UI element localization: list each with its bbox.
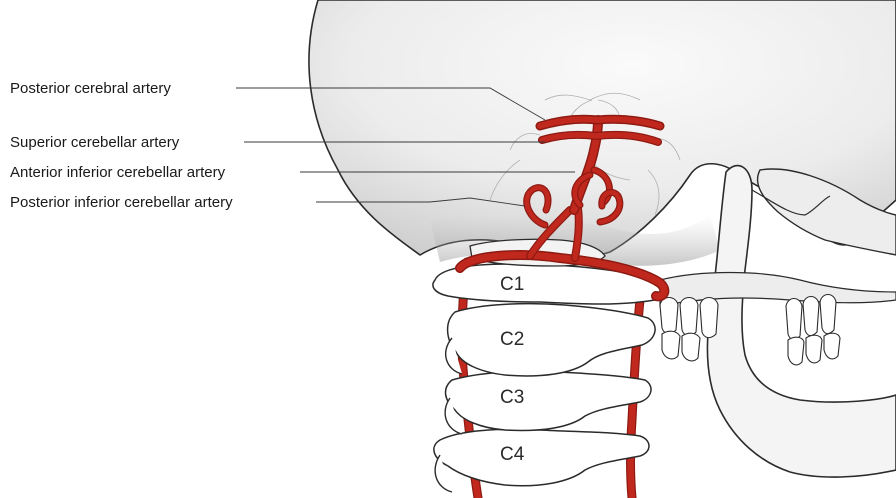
tooth-upper-1	[660, 298, 678, 334]
label-c4: C4	[500, 444, 525, 465]
vertebra-c3	[446, 371, 652, 430]
label-superior-cerebellar-artery: Superior cerebellar artery	[10, 134, 180, 151]
teeth	[660, 295, 840, 365]
label-c1: C1	[500, 274, 524, 295]
label-c3: C3	[500, 387, 524, 408]
label-c2: C2	[500, 329, 524, 350]
label-anterior-inferior-cerebellar-artery: Anterior inferior cerebellar artery	[10, 164, 226, 181]
labels: Posterior cerebral artery Superior cereb…	[10, 80, 233, 211]
tooth-lower-4	[806, 335, 822, 363]
tooth-upper-6	[820, 295, 836, 334]
tooth-lower-2	[682, 333, 700, 361]
tooth-upper-3	[700, 298, 718, 338]
vertebra-c4	[434, 429, 649, 485]
label-posterior-cerebral-artery: Posterior cerebral artery	[10, 80, 171, 97]
tooth-lower-1	[662, 331, 680, 359]
tooth-lower-5	[824, 333, 840, 359]
tooth-upper-5	[803, 297, 819, 336]
tooth-upper-4	[786, 299, 802, 340]
tooth-lower-3	[788, 337, 804, 365]
cervical-spine	[433, 239, 665, 492]
label-posterior-inferior-cerebellar-artery: Posterior inferior cerebellar artery	[10, 194, 233, 211]
vertebra-c2	[448, 304, 656, 376]
tooth-upper-2	[680, 298, 698, 336]
